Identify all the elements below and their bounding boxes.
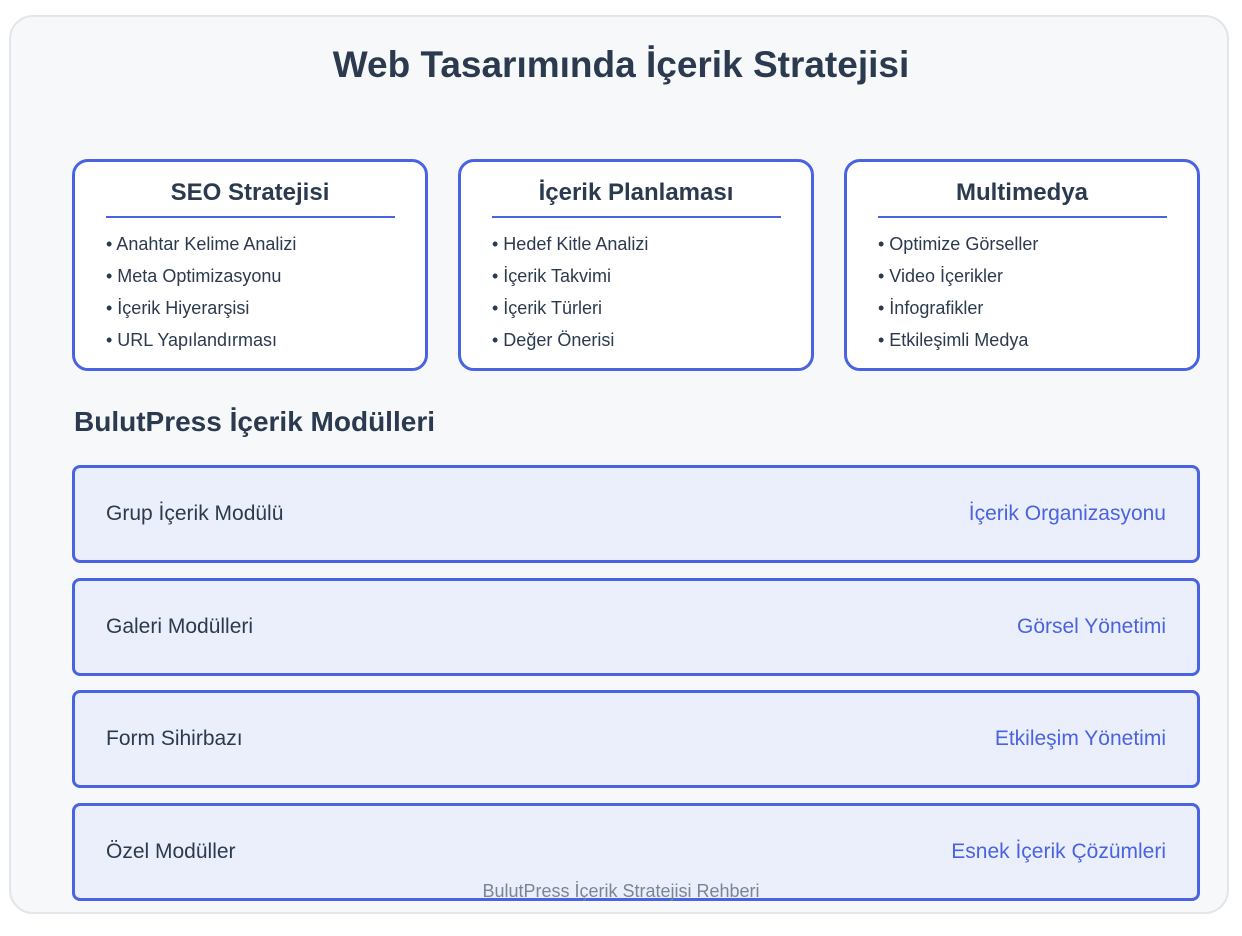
card-multimedia: Multimedya • Optimize Görseller • Video … bbox=[844, 159, 1200, 371]
list-item: • İçerik Hiyerarşisi bbox=[106, 298, 250, 318]
module-tag: İçerik Organizasyonu bbox=[968, 502, 1166, 525]
card-seo-strategy: SEO Stratejisi • Anahtar Kelime Analizi … bbox=[72, 159, 428, 371]
card-list: • Optimize Görseller • Video İçerikler •… bbox=[878, 232, 1038, 360]
module-name: Galeri Modülleri bbox=[106, 615, 254, 638]
module-tag: Görsel Yönetimi bbox=[1016, 615, 1166, 638]
module-tag: Etkileşim Yönetimi bbox=[994, 727, 1166, 750]
module-name: Form Sihirbazı bbox=[106, 727, 243, 750]
list-item: • Etkileşimli Medya bbox=[878, 330, 1029, 350]
footer-caption: BulutPress İçerik Stratejisi Rehberi bbox=[482, 881, 760, 901]
module-tag: Esnek İçerik Çözümleri bbox=[951, 840, 1166, 863]
card-title: SEO Stratejisi bbox=[170, 179, 330, 206]
list-item: • Optimize Görseller bbox=[878, 234, 1039, 254]
list-item: • URL Yapılandırması bbox=[106, 330, 278, 350]
module-row-group-content: Grup İçerik Modülü İçerik Organizasyonu bbox=[72, 465, 1200, 563]
card-title: Multimedya bbox=[955, 179, 1089, 206]
list-item: • Video İçerikler bbox=[878, 266, 1004, 286]
module-row-custom: Özel Modüller Esnek İçerik Çözümleri bbox=[72, 803, 1200, 901]
list-item: • Anahtar Kelime Analizi bbox=[106, 234, 297, 254]
card-content-planning: İçerik Planlaması • Hedef Kitle Analizi … bbox=[458, 159, 814, 371]
list-item: • Hedef Kitle Analizi bbox=[492, 234, 649, 254]
card-divider bbox=[492, 216, 781, 218]
list-item: • İnfografikler bbox=[878, 298, 984, 318]
list-item: • İçerik Takvimi bbox=[492, 266, 611, 286]
card-list: • Hedef Kitle Analizi • İçerik Takvimi •… bbox=[492, 232, 648, 360]
module-name: Grup İçerik Modülü bbox=[106, 502, 284, 525]
page-title: Web Tasarımında İçerik Stratejisi bbox=[332, 44, 910, 85]
card-divider bbox=[878, 216, 1167, 218]
module-row-form-wizard: Form Sihirbazı Etkileşim Yönetimi bbox=[72, 690, 1200, 788]
card-title: İçerik Planlaması bbox=[538, 179, 734, 206]
list-item: • Değer Önerisi bbox=[492, 330, 615, 350]
section-title-modules: BulutPress İçerik Modülleri bbox=[74, 406, 435, 437]
list-item: • İçerik Türleri bbox=[492, 298, 602, 318]
module-name: Özel Modüller bbox=[106, 840, 236, 863]
card-divider bbox=[106, 216, 395, 218]
list-item: • Meta Optimizasyonu bbox=[106, 266, 282, 286]
module-row-gallery: Galeri Modülleri Görsel Yönetimi bbox=[72, 578, 1200, 676]
card-list: • Anahtar Kelime Analizi • Meta Optimiza… bbox=[106, 232, 296, 360]
